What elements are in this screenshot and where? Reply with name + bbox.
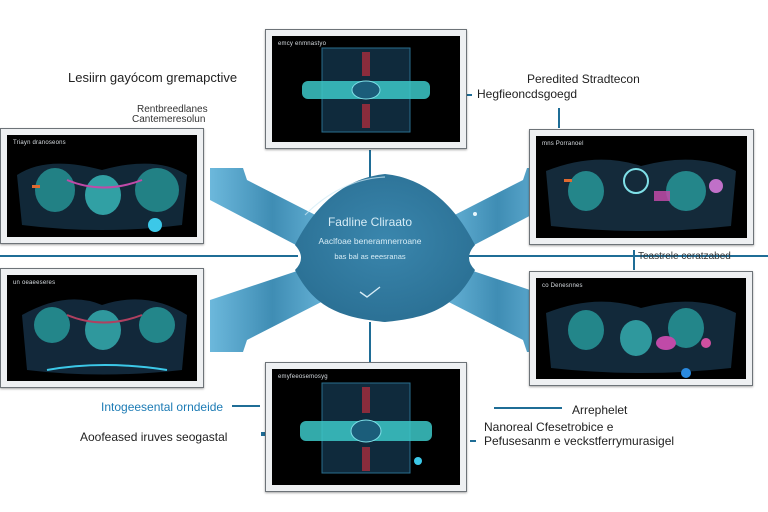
label-bottom-right-3: Pefusesanm e veckstferrymurasigel [484,434,675,448]
connector-bottom-right-1 [494,407,562,409]
label-right-middle: Teastrele ceratzabed [638,251,731,262]
connector-top-vertical [369,150,371,188]
panel-left-upper[interactable]: Triayn dranoseons [0,128,204,244]
label-bottom-right-2: Nanoreal Cfesetrobice e [484,420,614,434]
connector-top-right-tick [466,94,472,96]
label-top-left-sub-2: Cantemeresolun [132,114,206,125]
hub-diagram [210,168,560,352]
connector-bottom-left-black [261,432,265,436]
panel-left-upper-caption: Triayn dranoseons [13,140,66,146]
panel-right-upper[interactable]: mns Porranoel [529,129,754,245]
connector-bottom-right-2 [470,440,476,442]
connector-left-horizontal [0,255,298,257]
connector-right-middle-vertical [633,250,635,270]
panel-right-lower-image [546,301,736,378]
arm-lower-right [435,265,560,352]
panel-left-lower-caption: un oeaeeseres [13,280,56,286]
label-top-left-sub-1: Rentbreedlanes [137,104,208,115]
hub-text: Fadline Cliraato Aaclfoae beneramnerroan… [280,215,460,275]
panel-top-caption: emcy enmnastyo [278,41,327,47]
panel-right-upper-image [546,159,736,231]
panel-right-lower[interactable]: co Denesnnes [529,271,753,386]
label-bottom-right-1: Arrephelet [572,403,628,417]
panel-top-image [302,47,430,133]
panel-left-lower-image [22,299,187,375]
connector-right-horizontal [445,255,768,257]
panel-bottom-image [300,382,432,474]
label-bottom-left-black: Aoofeased iruves seogastal [80,430,228,444]
connector-right-upper-vertical [558,108,560,128]
checkmark-icon [359,286,381,298]
label-top-right-sub: Hegfieoncdsgoegd [477,87,578,101]
hub-title: Fadline Cliraato [327,215,413,229]
panel-top[interactable]: emcy enmnastyo [265,29,467,149]
label-bottom-left-blue: Intogeesental orndeide [101,400,224,414]
hub-line-2: bas bal as eeesranas [334,252,406,261]
connector-bottom-left-blue [232,405,260,407]
panel-bottom[interactable]: emyfeeosemosyg [265,362,467,492]
hub-arms [210,168,560,352]
panel-bottom-caption: emyfeeosemosyg [278,374,328,380]
panel-right-upper-caption: mns Porranoel [542,141,584,147]
label-top-left-title: Lesiirn gayócom gremapctive [68,70,238,85]
connector-bottom-vertical [369,322,371,362]
hub-line-1: Aaclfoae beneramnerroane [318,236,422,246]
label-top-right-title: Peredited Stradtecon [527,72,640,86]
hub-body [295,174,475,322]
panel-left-upper-image [17,163,187,232]
panel-left-lower[interactable]: un oeaeeseres [0,268,204,388]
panel-right-lower-caption: co Denesnnes [542,283,583,289]
arm-lower-left [210,265,335,352]
